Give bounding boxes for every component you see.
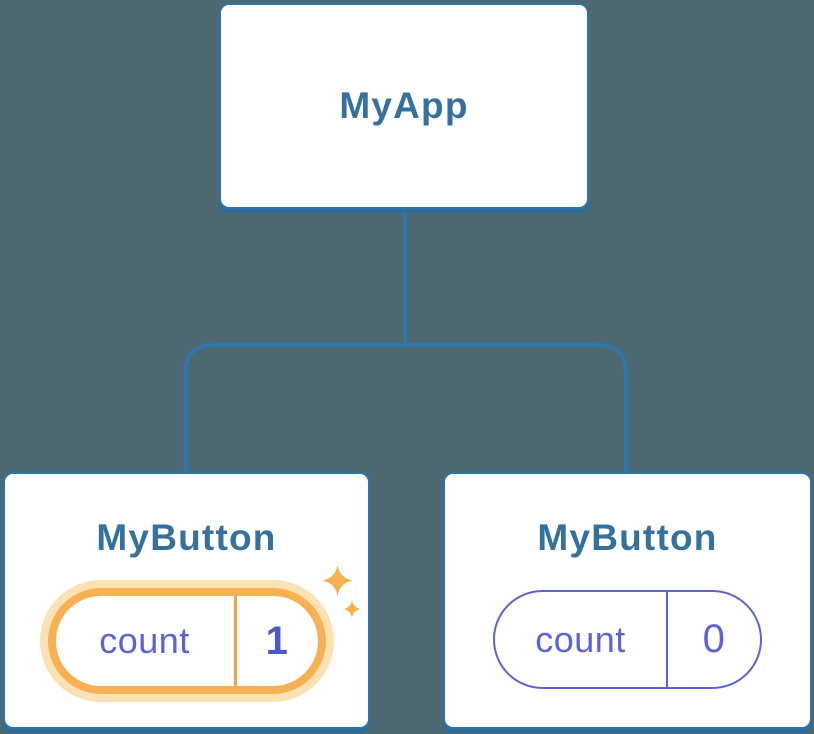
sparkle-icon-small	[343, 600, 361, 618]
node-mybutton-normal: MyButton count 0	[443, 472, 812, 729]
node-myapp: MyApp	[219, 3, 589, 209]
node-mybutton-highlighted: MyButton count 1	[3, 472, 370, 729]
state-key-label: count	[535, 618, 626, 660]
node-myapp-label: MyApp	[339, 85, 469, 126]
state-pill-normal: count 0	[493, 590, 762, 689]
state-key-label: count	[99, 620, 190, 661]
state-pill-highlighted: count 1	[47, 588, 326, 694]
connector-branches	[183, 343, 628, 473]
state-pill-divider	[666, 592, 668, 687]
state-value: 1	[265, 618, 289, 663]
state-value: 0	[702, 617, 726, 661]
state-pill-divider	[233, 596, 237, 686]
sparkle-icon-large	[322, 565, 353, 596]
node-mybutton-normal-label: MyButton	[537, 517, 718, 558]
node-mybutton-highlighted-label: MyButton	[96, 517, 277, 558]
